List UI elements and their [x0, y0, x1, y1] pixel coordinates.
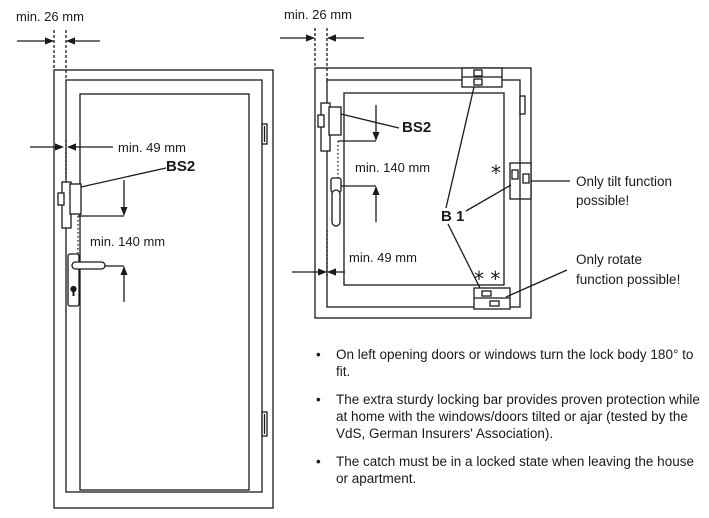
rotate-note-leader [505, 269, 568, 298]
window-handle-lever [331, 189, 341, 227]
door-keyhole-slot [72, 290, 75, 296]
tilt-marker: * [491, 161, 501, 185]
rotate-marker: * * [474, 267, 500, 291]
door-handle-distance-label: min. 140 mm [90, 234, 165, 249]
door-frame-width-label: min. 26 mm [16, 9, 84, 24]
bars-label: B 1 [441, 208, 464, 225]
window-lock-leader [340, 113, 400, 129]
door-lock-plate [69, 183, 82, 215]
window-lock-offset-label: min. 49 mm [349, 250, 417, 265]
rotate-note-line-1: Only rotate [576, 252, 642, 267]
window-lock-cylinder [317, 114, 325, 128]
window-figure [280, 28, 570, 319]
door-lock-leader [80, 167, 167, 188]
rotate-note-line-2: function possible! [576, 272, 680, 287]
window-frame-width-label: min. 26 mm [284, 7, 352, 22]
b1-leader-top [445, 86, 475, 209]
door-outer-frame [53, 69, 274, 509]
door-figure [17, 30, 274, 509]
note-text: The catch must be in a locked state when… [336, 454, 694, 486]
note-text: The extra sturdy locking bar provides pr… [336, 392, 700, 441]
note-item: • On left opening doors or windows turn … [314, 346, 706, 380]
bullet-marker: • [316, 392, 321, 407]
b1-leader-right [465, 184, 512, 212]
window-lock-label: BS2 [402, 119, 431, 136]
door-glass-panel [79, 93, 250, 491]
note-text: On left opening doors or windows turn th… [336, 347, 694, 379]
note-item: • The catch must be in a locked state wh… [314, 453, 706, 487]
note-item: • The extra sturdy locking bar provides … [314, 391, 706, 442]
door-lock-offset-label: min. 49 mm [118, 140, 186, 155]
window-handle-distance-label: min. 140 mm [355, 160, 430, 175]
tilt-note-line-1: Only tilt function [576, 174, 672, 189]
bullet-marker: • [316, 454, 321, 469]
door-lock-label: BS2 [166, 158, 195, 175]
window-lock-plate [328, 106, 342, 136]
door-inner-frame [65, 79, 263, 493]
instruction-notes: • On left opening doors or windows turn … [314, 346, 706, 498]
b1-leader-bottom [447, 223, 481, 289]
bullet-marker: • [316, 347, 321, 362]
tilt-note-line-2: possible! [576, 193, 629, 208]
door-handle-lever [71, 261, 106, 270]
door-lock-cylinder [57, 192, 65, 206]
window-hinge-top [519, 95, 526, 115]
